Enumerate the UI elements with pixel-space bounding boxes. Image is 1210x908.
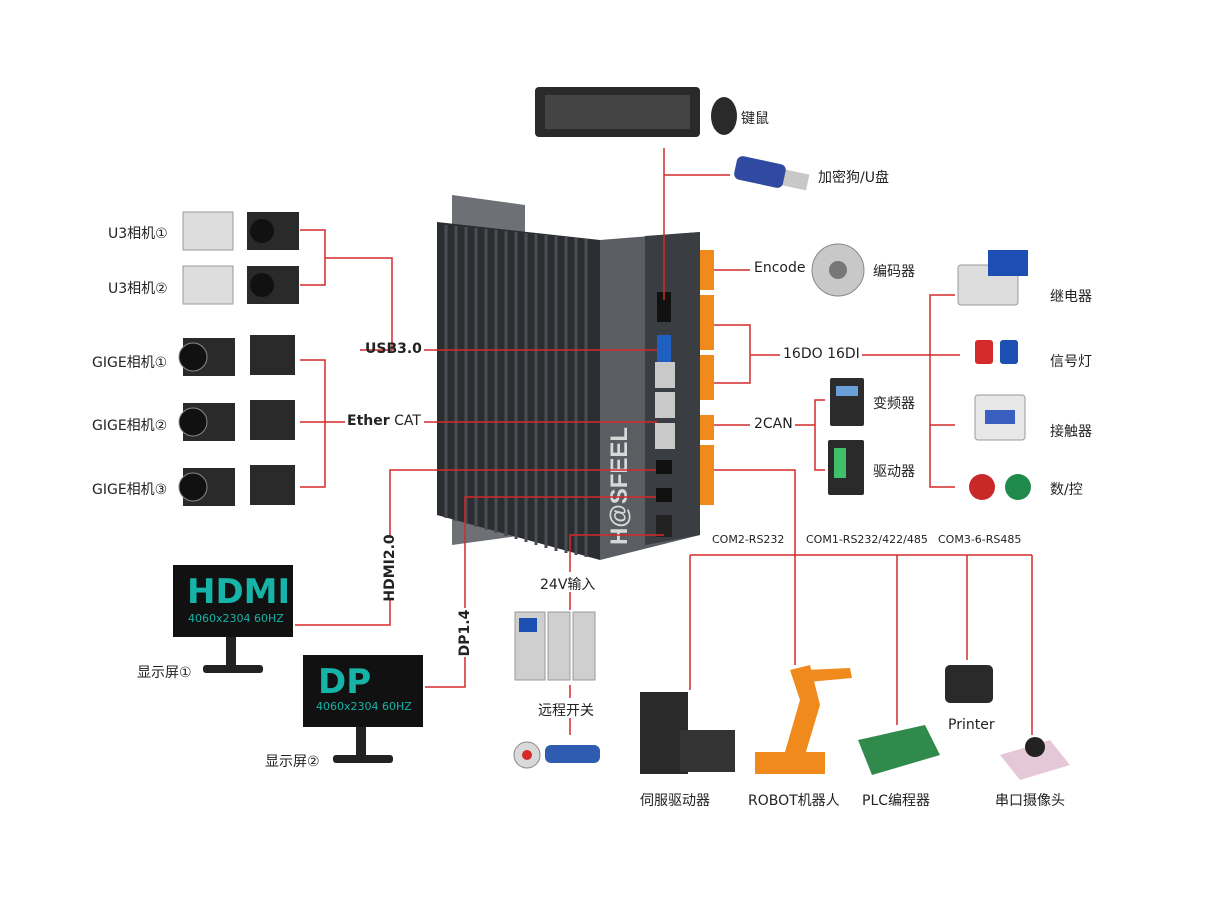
dp-port-label: DP1.4 [457, 609, 473, 657]
emergency-button-icon [969, 474, 1031, 500]
remote-switch-label: 远程开关 [538, 703, 594, 719]
keyboard-mouse-label: 键鼠 [741, 111, 769, 127]
hdmi-port-label: HDMI2.0 [382, 534, 398, 602]
signal-light-label: 信号灯 [1050, 354, 1092, 370]
gige-camera-3-icon [178, 465, 295, 506]
serial-camera-icon [1000, 737, 1070, 780]
dio-label: 16DO 16DI [783, 346, 860, 362]
com3-label: COM3-6-RS485 [938, 533, 1022, 546]
u3-camera-1-icon [182, 211, 299, 251]
heatsink-fins [444, 225, 588, 557]
gige-camera-3-label: GIGE相机③ [92, 482, 168, 498]
monitor-2-resolution: 4060x2304 60HZ [316, 700, 412, 713]
ethercat-label-a: Ether [347, 413, 390, 429]
com2-label: COM2-RS232 [712, 533, 785, 546]
contactor-label: 接触器 [1050, 424, 1092, 440]
power-supply-icon [514, 611, 596, 681]
monitor-1-icon [173, 565, 293, 673]
signal-light-icon [975, 340, 1018, 364]
ethercat-label-b: CAT [394, 413, 421, 429]
u3-camera-2-icon [182, 265, 299, 305]
relay-icon [957, 250, 1028, 306]
gige-camera-1-icon [178, 335, 295, 376]
inverter-icon [830, 378, 864, 426]
encoder-label: 编码器 [873, 264, 915, 280]
brand-logo: H@SFEEL [606, 427, 633, 545]
remote-switch-icon [513, 741, 600, 769]
driver-icon [828, 440, 864, 495]
printer-label: Printer [948, 717, 995, 733]
terminal-blocks [700, 250, 714, 505]
monitor-1-title: HDMI [187, 572, 291, 612]
u3-camera-2-label: U3相机② [108, 281, 168, 297]
can-label: 2CAN [754, 416, 793, 432]
contactor-icon [974, 394, 1026, 441]
power-input-label: 24V输入 [540, 577, 596, 593]
robot-label: ROBOT机器人 [748, 793, 840, 809]
dongle-label: 加密狗/U盘 [818, 170, 889, 186]
mouse-icon [711, 97, 737, 135]
usb-label: USB3.0 [365, 341, 422, 357]
gige-camera-1-label: GIGE相机① [92, 355, 168, 371]
industrial-pc [437, 195, 714, 560]
robot-arm-icon [755, 665, 852, 774]
com1-label: COM1-RS232/422/485 [806, 533, 928, 546]
ethercat-label: Ether CAT [347, 413, 421, 429]
inverter-label: 变频器 [873, 396, 915, 412]
gige-camera-2-label: GIGE相机② [92, 418, 168, 434]
printer-icon [945, 665, 993, 703]
monitor-2-icon [303, 655, 423, 763]
numeric-control-label: 数/控 [1050, 482, 1083, 498]
monitor-1-resolution: 4060x2304 60HZ [188, 612, 284, 625]
display-2-label: 显示屏② [265, 754, 320, 770]
servo-driver-label: 伺服驱动器 [640, 793, 710, 809]
keyboard-icon [535, 87, 700, 137]
encoder-icon [811, 243, 865, 297]
display-1-label: 显示屏① [137, 665, 192, 681]
plc-icon [858, 725, 940, 775]
driver-label: 驱动器 [873, 464, 915, 480]
relay-label: 继电器 [1050, 289, 1092, 305]
usb-dongle-icon [734, 156, 810, 191]
encode-port-label: Encode [754, 260, 806, 276]
u3-camera-1-label: U3相机① [108, 226, 168, 242]
connection-lines [295, 148, 1033, 735]
plc-label: PLC编程器 [862, 793, 931, 809]
serial-camera-label: 串口摄像头 [995, 793, 1065, 809]
gige-camera-2-icon [178, 400, 295, 441]
monitor-2-title: DP [318, 662, 372, 702]
servo-driver-icon [640, 692, 735, 774]
